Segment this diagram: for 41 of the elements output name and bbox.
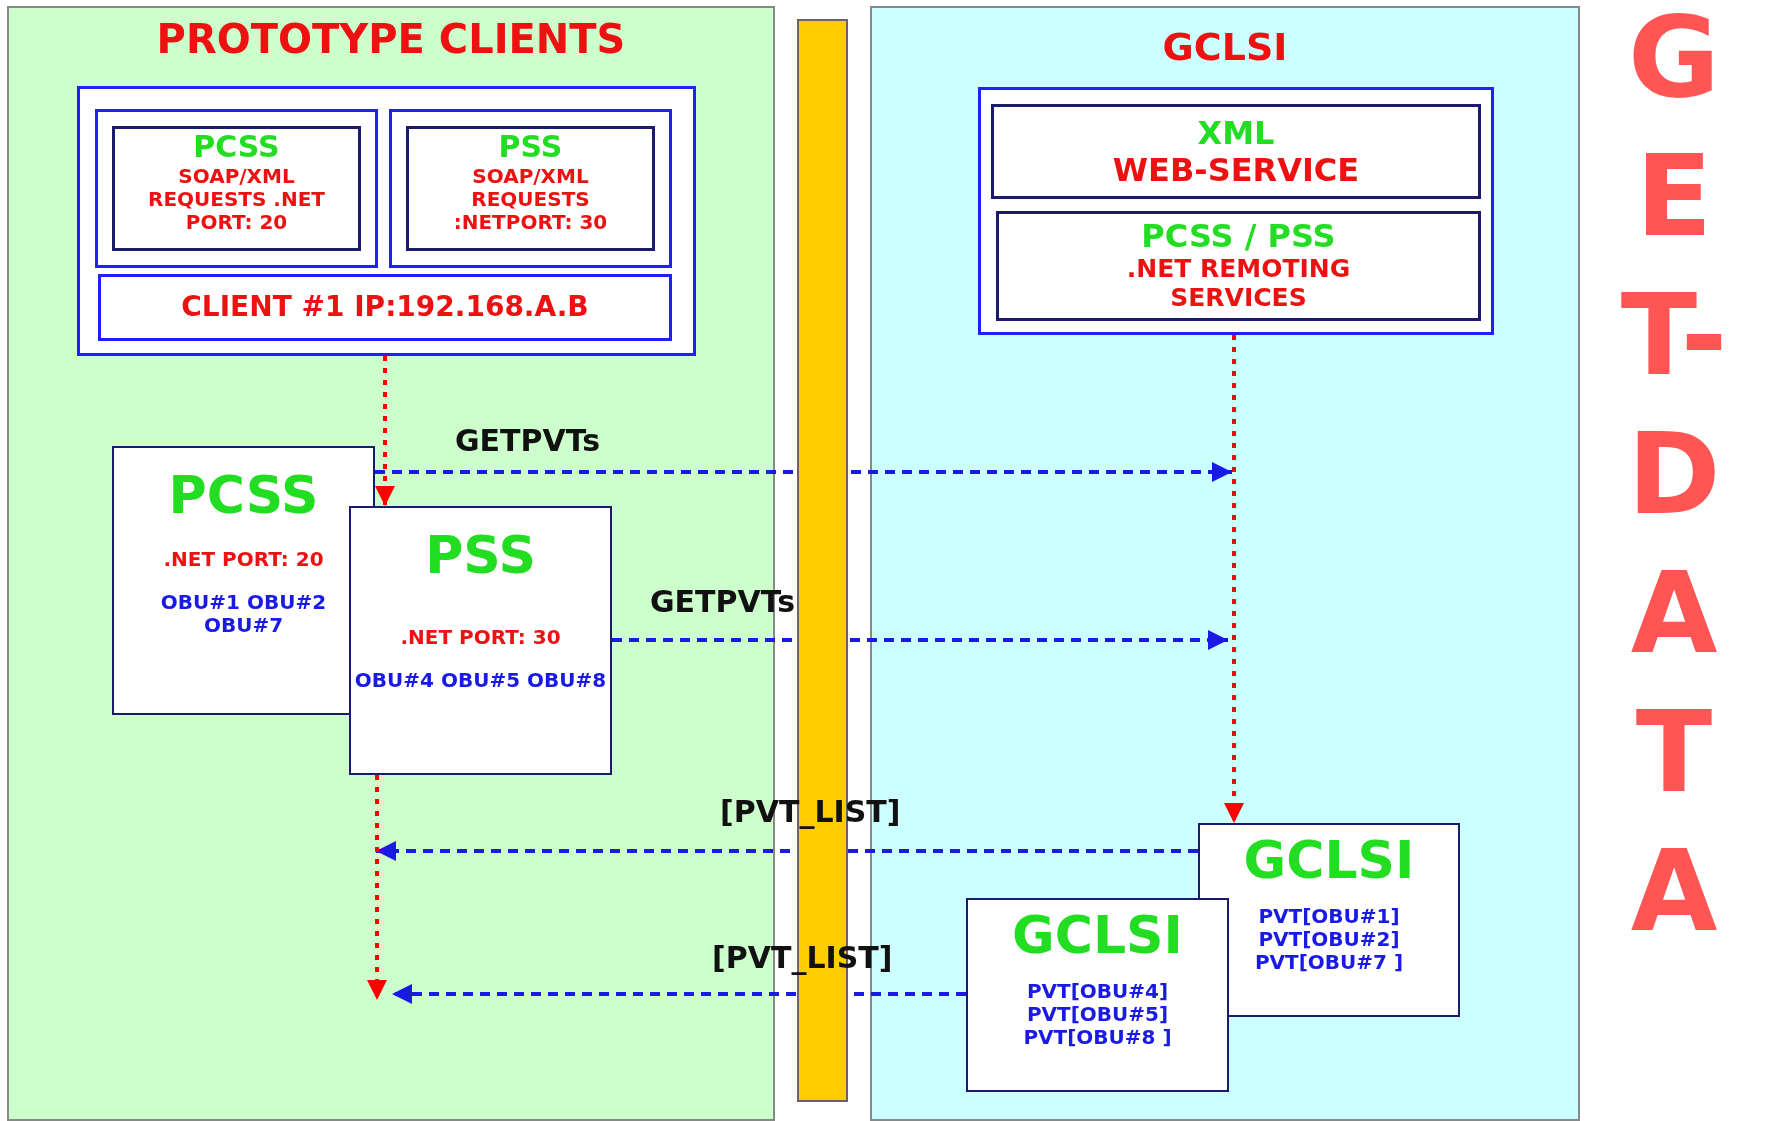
block-text: PVT[OBU#1] PVT[OBU#2] PVT[OBU#7 ] (1253, 904, 1405, 974)
result-card (1198, 823, 1460, 1017)
server-box (978, 87, 1494, 335)
result-card (966, 898, 1229, 1092)
block-heading: PSS (498, 130, 563, 165)
block-list: OBU#1 OBU#2 OBU#7 (118, 590, 369, 637)
block-heading: PCSS (193, 130, 280, 165)
service-box (95, 109, 378, 268)
edge-label: GETPVTs (455, 423, 601, 458)
block-list: OBU#4 OBU#5 OBU#8 (354, 668, 607, 692)
panel-title: PROTOTYPE CLIENTS (156, 16, 626, 62)
block-text: .NET PORT: 30 (400, 625, 561, 649)
service-box (991, 104, 1481, 199)
client-box (77, 86, 696, 356)
edge-label: GETPVTs (650, 584, 796, 619)
side-title: GET-DATA (1619, 0, 1729, 958)
block-text: SOAP/XML REQUESTS :NETPORT: 30 (452, 164, 609, 234)
block-text: .NET REMOTING SERVICES (1125, 254, 1352, 313)
block-text: WEB-SERVICE (1112, 151, 1360, 189)
block-heading: GCLSI (1012, 906, 1183, 966)
block-text: PVT[OBU#4] PVT[OBU#5] PVT[OBU#8 ] (1022, 979, 1173, 1049)
block-text: .NET PORT: 20 (163, 547, 324, 571)
client-card (349, 506, 612, 775)
block-text: SOAP/XML REQUESTS .NET PORT: 20 (147, 164, 326, 234)
block-heading: XML (1197, 115, 1275, 152)
block-heading: GCLSI (1243, 831, 1415, 891)
service-box (389, 109, 672, 268)
address-box (98, 274, 672, 341)
arrow (376, 841, 1198, 861)
arrow (375, 356, 395, 506)
block-heading: PCSS (168, 466, 319, 526)
arrow (612, 630, 1228, 650)
block-heading: CLIENT #1 IP:192.168.A.B (181, 291, 589, 324)
panel-title: GCLSI (1162, 26, 1288, 70)
block-heading: PSS (425, 526, 536, 586)
arrow (367, 775, 387, 1000)
block-heading: PCSS / PSS (1141, 218, 1336, 255)
arrow (1224, 335, 1244, 823)
service-box (996, 211, 1481, 321)
arrow (392, 984, 966, 1004)
arrow (375, 462, 1232, 482)
